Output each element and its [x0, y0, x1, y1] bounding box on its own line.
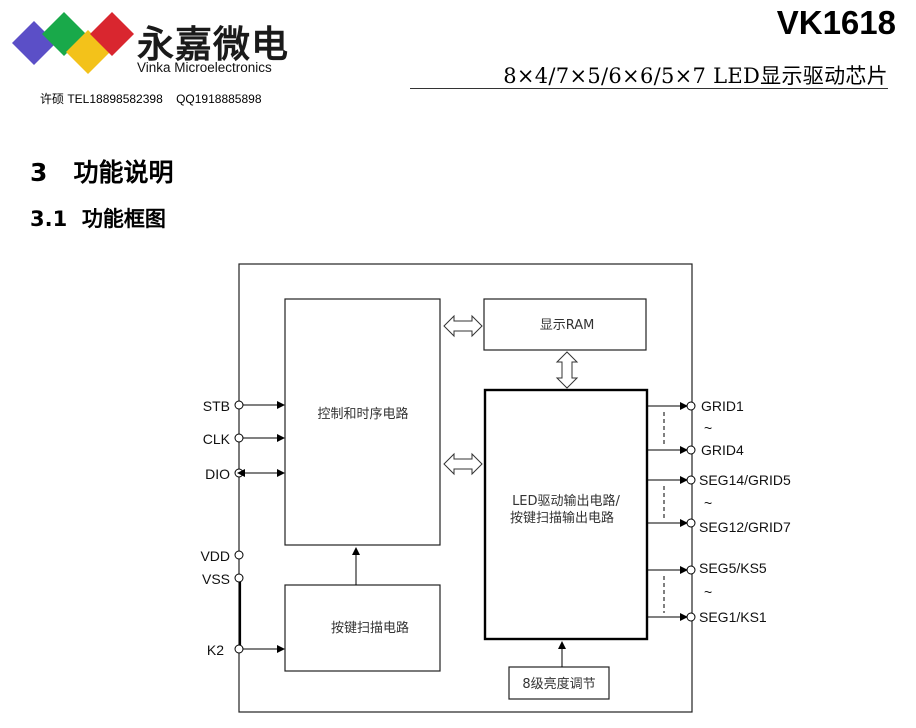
- display-ram-block: [483, 298, 647, 351]
- pin-k2-terminal: [234, 644, 244, 654]
- pin-seg14-grid5: SEG14/GRID5: [648, 472, 791, 488]
- pin-vss-label: VSS: [202, 571, 230, 587]
- led-driver-block: [483, 388, 649, 641]
- pin-seg12-label: SEG12/GRID7: [699, 519, 791, 535]
- tilde-2: ~: [704, 495, 712, 511]
- brand-name-cn: 永嘉微电: [137, 23, 289, 66]
- pin-grid1: GRID1: [648, 398, 744, 414]
- key-scan-label: 按键扫描电路: [331, 620, 409, 636]
- pin-dio-terminal: [234, 468, 244, 478]
- double-arrow-control-ram: [443, 314, 483, 338]
- pin-grid1-label: GRID1: [701, 398, 744, 414]
- logo-diamond-red: [90, 12, 134, 56]
- tilde-1: ~: [704, 420, 712, 436]
- model-number: VK1618: [776, 4, 896, 41]
- pin-seg12-terminal: [686, 518, 696, 528]
- pin-clk-terminal: [234, 433, 244, 443]
- led-driver-label-line1: LED驱动输出电路/: [512, 493, 620, 509]
- pin-seg5-terminal: [686, 565, 696, 575]
- contact-info: 许硕 TEL18898582398 QQ1918885898: [40, 92, 262, 106]
- chip-outline: [238, 263, 693, 713]
- tilde-3: ~: [704, 584, 712, 600]
- pin-seg5-label: SEG5/KS5: [699, 560, 767, 576]
- pin-seg12-grid7: SEG12/GRID7: [648, 518, 791, 535]
- pin-seg1-ks1: SEG1/KS1: [648, 609, 767, 625]
- brightness-label: 8级亮度调节: [522, 676, 595, 692]
- pin-seg14-label: SEG14/GRID5: [699, 472, 791, 488]
- pin-vdd: VDD: [200, 548, 244, 564]
- pin-clk: CLK: [203, 431, 285, 447]
- pin-grid1-terminal: [686, 401, 696, 411]
- display-ram-label: 显示RAM: [540, 318, 595, 333]
- key-scan-block: [284, 584, 441, 672]
- brightness-block: [508, 666, 610, 700]
- pin-stb-terminal: [234, 400, 244, 410]
- control-timing-label: 控制和时序电路: [317, 406, 408, 422]
- pin-seg1-label: SEG1/KS1: [699, 609, 767, 625]
- pin-k2-label: K2: [207, 642, 224, 658]
- brand-name-en: Vinka Microelectronics: [137, 60, 272, 75]
- pin-grid4-label: GRID4: [701, 442, 744, 458]
- led-driver-label-line2: 按键扫描输出电路: [510, 510, 614, 526]
- pin-k2: K2: [207, 642, 285, 658]
- double-arrow-ram-led: [555, 351, 579, 389]
- pin-grid4: GRID4: [648, 442, 744, 458]
- double-arrow-control-led: [443, 452, 483, 476]
- header-divider: [410, 88, 888, 89]
- pin-vss-terminal: [234, 573, 244, 583]
- control-timing-block: [284, 298, 441, 546]
- vinka-logo: [12, 12, 134, 74]
- pin-clk-label: CLK: [203, 431, 231, 447]
- pin-seg5-ks5: SEG5/KS5: [648, 560, 767, 576]
- pin-vss: VSS: [202, 571, 244, 587]
- pin-stb: STB: [203, 398, 285, 414]
- pin-vdd-terminal: [234, 550, 244, 560]
- pin-dio-label: DIO: [205, 466, 230, 482]
- pin-grid4-terminal: [686, 445, 696, 455]
- pin-seg14-terminal: [686, 475, 696, 485]
- subsection-heading: 3.1 功能框图: [30, 207, 166, 231]
- pin-vdd-label: VDD: [200, 548, 230, 564]
- product-subtitle: 8×4/7×5/6×6/5×7 LED显示驱动芯片: [503, 64, 888, 88]
- pin-seg1-terminal: [686, 612, 696, 622]
- pin-dio: DIO: [205, 466, 285, 482]
- pin-stb-label: STB: [203, 398, 230, 414]
- section-heading: 3 功能说明: [30, 158, 174, 187]
